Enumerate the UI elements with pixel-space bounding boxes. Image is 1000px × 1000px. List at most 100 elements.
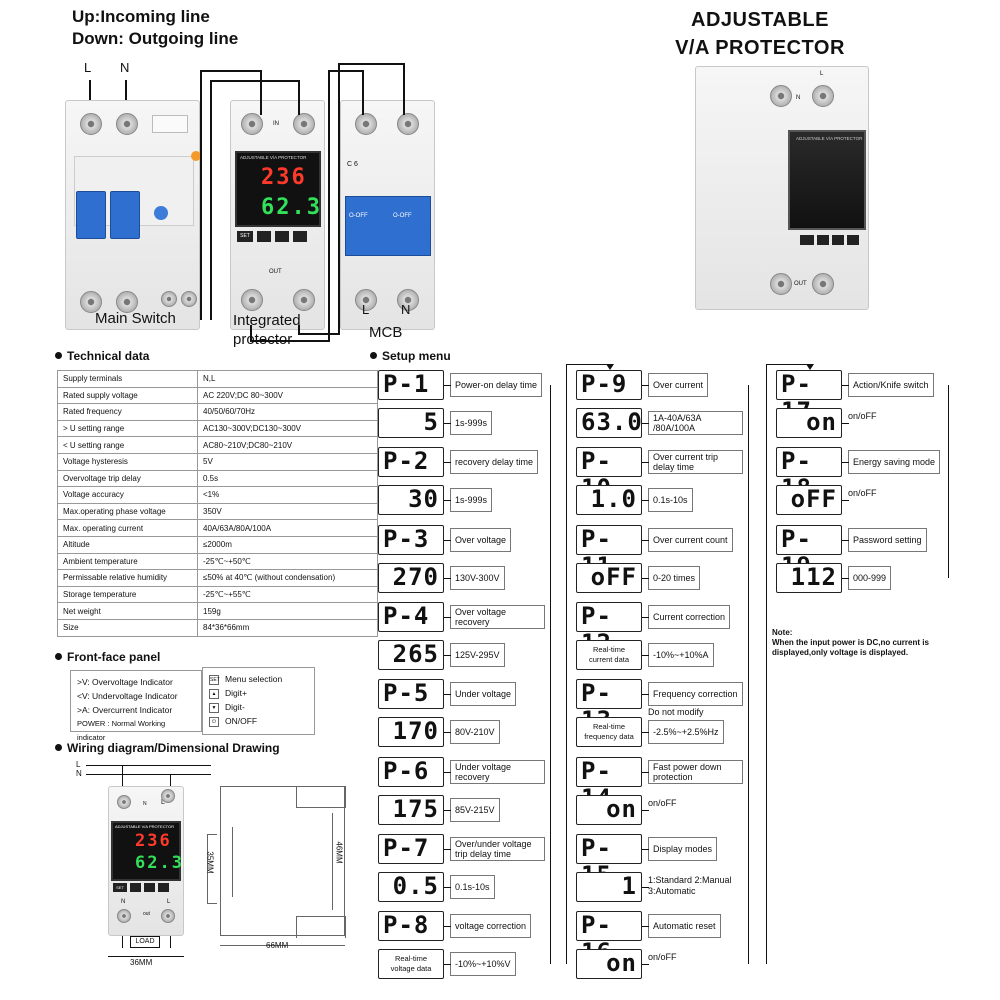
mcb-off-label-2: O-OFF: [393, 213, 412, 219]
tech-value: ≤2000m: [197, 535, 378, 554]
indicator-legend: >V: Overvoltage Indicator <V: Undervolta…: [70, 670, 202, 742]
bullet-icon: [370, 352, 377, 359]
param-description: Fast power down protection: [648, 759, 743, 784]
tech-param: Supply terminals: [57, 370, 198, 388]
connector-tick: [642, 577, 649, 579]
voltage-readout: 236: [261, 165, 307, 190]
tech-value: 84*36*66mm: [197, 618, 378, 637]
protector-buttons: SET: [237, 231, 321, 243]
tech-param: Altitude: [57, 535, 198, 554]
tech-value: -25℃~+55℃: [197, 585, 378, 604]
tech-row: Altitude≤2000m: [57, 535, 378, 554]
terminal-n-label: N: [120, 60, 130, 75]
connector-tick: [642, 926, 649, 928]
connector-tick: [642, 500, 649, 502]
wiring-device-n: N: [143, 801, 147, 807]
tech-value: ≤50% at 40℃ (without condensation): [197, 569, 378, 587]
indicator-power: POWER : Normal Working indicator: [77, 719, 166, 742]
main-switch: [65, 100, 201, 330]
param-description: Over voltage recovery: [450, 604, 545, 629]
out-label: OUT: [269, 269, 282, 275]
param-range: -10%~+10%A: [648, 642, 714, 667]
bullet-icon: [55, 653, 62, 660]
mcb-off-label-1: O-OFF: [349, 213, 368, 219]
param-range: on/oFF: [848, 488, 877, 499]
current-readout: 62.3: [261, 195, 322, 220]
heading-outgoing: Down: Outgoing line: [72, 29, 239, 48]
value-display: oFF: [576, 562, 642, 593]
heading-incoming: Up:Incoming line: [72, 7, 210, 26]
value-display: 270: [378, 562, 444, 593]
param-display: P-12: [576, 601, 642, 656]
wiring-l-line-label: L: [76, 760, 81, 769]
flow-line: [766, 364, 767, 965]
caption-protector-line2: protector: [233, 331, 293, 348]
tech-param: < U setting range: [57, 436, 198, 454]
param-description: Power-on delay time: [450, 373, 543, 397]
param-description: Under voltage: [450, 682, 517, 707]
connector-tick: [444, 385, 451, 386]
value-display: 0.5: [378, 871, 444, 902]
tech-param: Max.operating phase voltage: [57, 502, 198, 521]
connector-tick: [842, 462, 849, 464]
param-description: Over current count: [648, 527, 733, 552]
flow-line: [550, 385, 551, 965]
tech-param: Ambient temperature: [57, 552, 198, 571]
value-display: 170: [378, 717, 444, 748]
mcb-photo: C 6 O-OFF O-OFF: [340, 100, 435, 330]
value-display: oFF: [776, 485, 842, 516]
flow-line: [566, 364, 567, 965]
tech-param: Size: [57, 618, 198, 637]
wiring-heading-section: Wiring diagram/Dimensional Drawing: [55, 741, 280, 755]
button-digit-plus: Digit+: [225, 688, 247, 698]
load-box: LOAD: [130, 936, 160, 948]
dim-height-label: 46MM: [334, 841, 344, 864]
param-range: 80V-210V: [450, 720, 500, 745]
wiring-voltage: 236: [135, 831, 172, 851]
param-display: P-6: [378, 756, 444, 787]
param-display: P-10: [576, 447, 642, 502]
connector-tick: [642, 809, 649, 811]
wiring-title: Wiring diagram/Dimensional Drawing: [67, 741, 280, 755]
integrated-protector-photo: IN ADJUSTABLE V/A PROTECTOR 236 62.3 SET…: [230, 100, 325, 330]
arrow-down-icon: [806, 364, 814, 370]
in-label: IN: [273, 121, 279, 127]
wiring-diagram: L N N L ADJUSTABLE V/A PROTECTOR 236 62.…: [70, 758, 370, 968]
value-display: 265: [378, 639, 444, 670]
tech-row: Storage temperature-25℃~+55℃: [57, 585, 378, 604]
caption-mcb: MCB: [369, 324, 403, 341]
wiring-current: 62.3: [135, 853, 184, 873]
flow-line: [566, 364, 567, 365]
realtime-data-box: Real-time frequency data: [576, 717, 642, 748]
param-range: 1s-999s: [450, 488, 493, 513]
dim-width-label: 36MM: [130, 958, 153, 967]
param-range: 1s-999s: [450, 411, 493, 435]
front-panel-heading: Front-face panel: [55, 650, 160, 664]
button-digit-minus: Digit-: [225, 702, 245, 712]
tech-param: Rated frequency: [57, 403, 198, 421]
down-triangle-icon: ▼: [209, 702, 219, 713]
tech-value: 350V: [197, 502, 378, 521]
wiring-out-l: L: [167, 899, 171, 905]
param-display: P-17: [776, 370, 842, 425]
tech-param: Overvoltage trip delay: [57, 469, 198, 488]
product-panel-text: ADJUSTABLE V/A PROTECTOR: [796, 136, 863, 141]
setup-menu-title: Setup menu: [382, 349, 451, 363]
param-range: 85V-215V: [450, 797, 500, 822]
value-display: 63.0: [576, 408, 642, 438]
mcb-l-label: L: [362, 302, 370, 317]
product-lcd: ADJUSTABLE V/A PROTECTOR: [788, 130, 866, 230]
value-display: 5: [378, 408, 444, 438]
wiring-device-l: L: [161, 799, 165, 806]
tech-value: 159g: [197, 602, 378, 620]
up-triangle-icon: ▲: [209, 688, 219, 699]
button-on-off: ON/OFF: [225, 716, 258, 726]
tech-param: Rated supply voltage: [57, 386, 198, 405]
connector-tick: [642, 848, 649, 850]
tech-param: Voltage hysteresis: [57, 452, 198, 471]
